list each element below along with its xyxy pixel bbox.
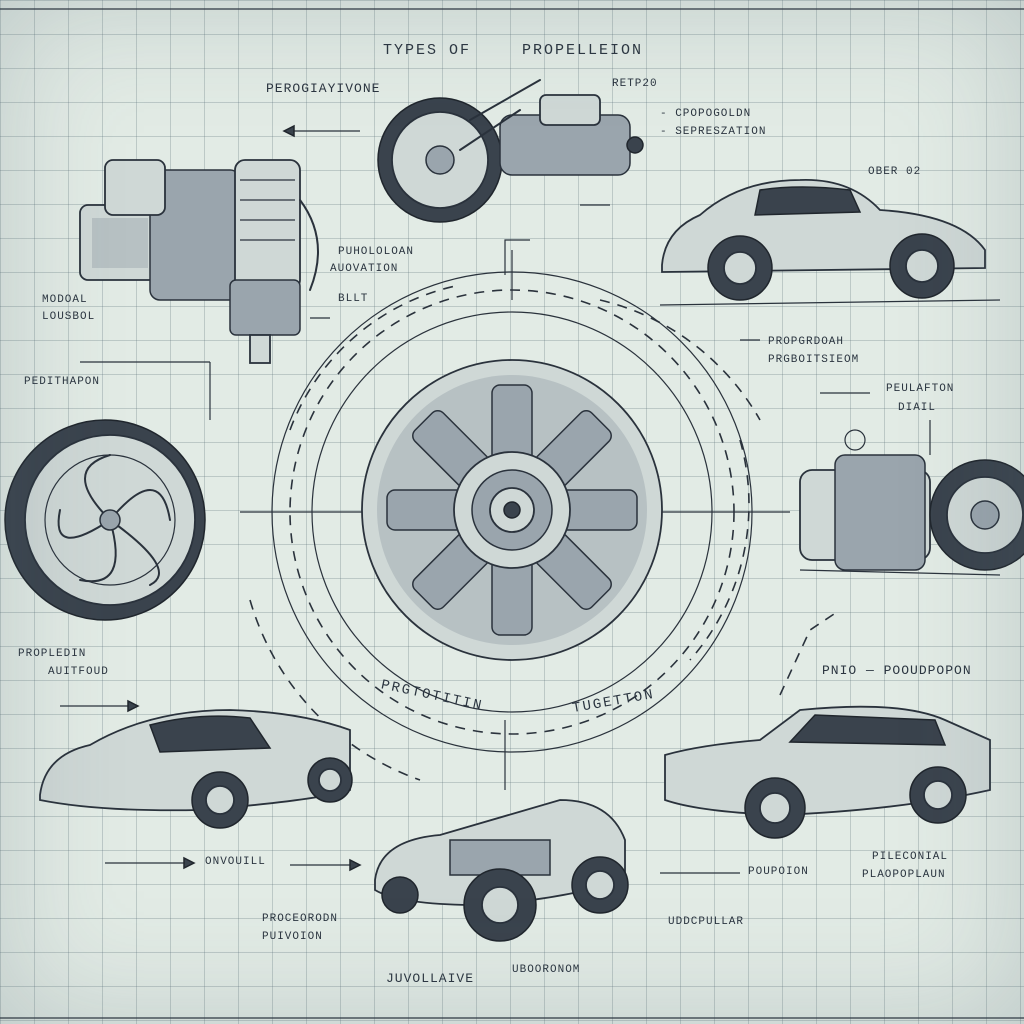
label-top-right-small: RETP20 <box>612 78 658 90</box>
label-engine-left-a: PUHOLOLOAN <box>338 246 415 258</box>
label-bottom-right-c: PLAOPOPLAUN <box>862 869 946 881</box>
label-far-left-a: MODOAL <box>42 294 88 306</box>
label-bottom-left-b: PUIVOION <box>262 931 323 943</box>
leader-lines <box>60 124 870 874</box>
label-left-low-b: AUITFOUD <box>48 666 109 678</box>
label-bottom-mid: JUVOLLAIVE <box>386 971 475 986</box>
label-far-left-b: LOUSBOL <box>42 311 96 323</box>
turbine-wheel-illustration <box>4 419 206 621</box>
label-top-right-b: - SEPRESZATION <box>660 126 767 138</box>
title-part-2: PROPELLEION <box>522 42 644 59</box>
buggy-vehicle-illustration <box>374 799 629 942</box>
label-engine-left-b: AUOVATION <box>330 263 399 275</box>
label-left-low-a: PROPLEDIN <box>18 648 87 660</box>
classic-coupe-illustration <box>659 179 1001 306</box>
label-bottom-center: UDDCPULLAR <box>668 916 745 928</box>
label-bottom-left-a: PROCEORODN <box>262 913 339 925</box>
label-left-mid: PEDITHAPON <box>24 376 101 388</box>
label-engine-left-c: BLLT <box>338 293 369 305</box>
radial-engine-illustration <box>361 359 663 661</box>
label-right-low: PNIO — POOUDPOPON <box>822 663 972 678</box>
sedan-car-illustration <box>664 705 991 839</box>
label-top-left: PEROGIAYIVONE <box>266 81 381 96</box>
label-bottom-right-a: POUPOION <box>748 866 809 878</box>
label-bottom-left-arrow: ONVOUILL <box>205 856 266 868</box>
engine-block-illustration <box>79 159 319 364</box>
sports-car-illustration <box>39 709 353 829</box>
jet-engine-illustration <box>799 420 1024 576</box>
label-bottom-right-b: PILECONIAL <box>872 851 949 863</box>
title-part-1: TYPES OF <box>383 42 472 59</box>
label-right-c: PEULAFTON <box>886 383 955 395</box>
label-right-d: DIAIL <box>898 402 937 414</box>
label-top-right-a: - CPOPOGOLDN <box>660 108 752 120</box>
label-right-mid-b: PRGBOITSIEOM <box>768 354 860 366</box>
label-car-top-right: OBER 02 <box>868 166 922 178</box>
label-right-mid-a: PROPGRDOAH <box>768 336 845 348</box>
label-bottom-small: UBOORONOM <box>512 964 581 976</box>
motorcycle-wheel-illustration <box>377 79 644 223</box>
